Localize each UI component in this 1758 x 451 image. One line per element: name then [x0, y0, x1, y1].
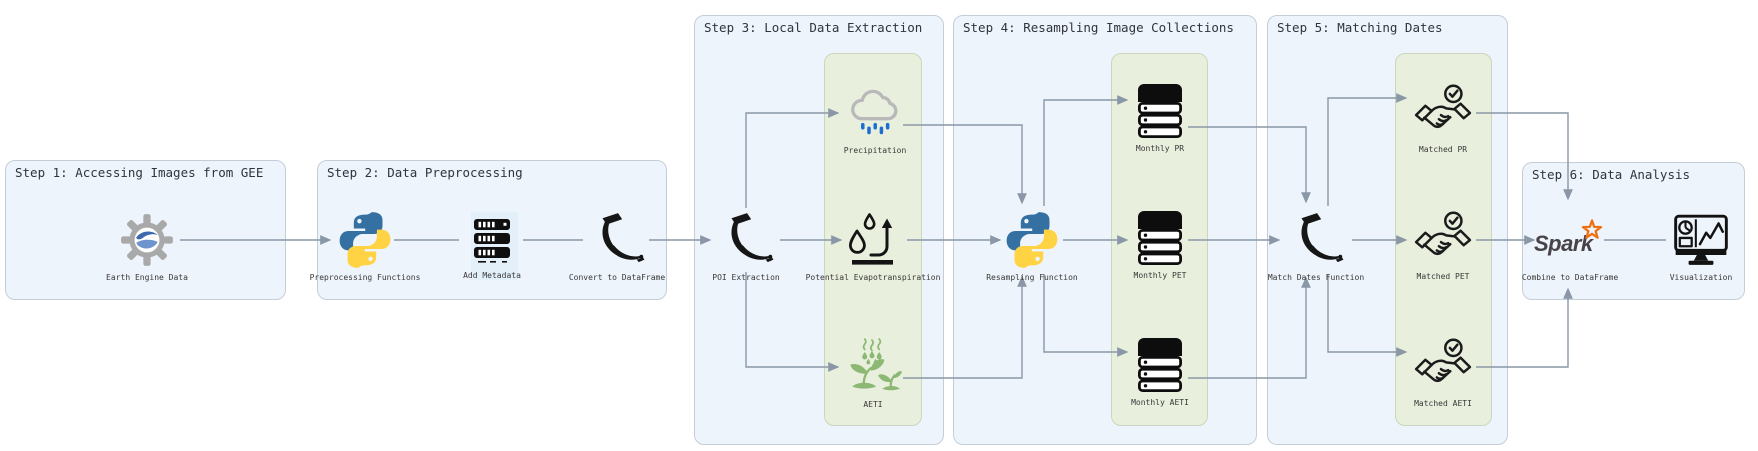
- step2-title: Step 2: Data Preprocessing: [327, 165, 523, 180]
- powder-horn-icon: [1287, 211, 1345, 269]
- database-server-icon: [1132, 209, 1188, 267]
- node-monthly-aeti: Monthly AETI: [1080, 336, 1240, 407]
- node-label: POI Extraction: [712, 273, 780, 282]
- step4-title: Step 4: Resampling Image Collections: [963, 20, 1234, 35]
- handshake-check-icon: [1413, 83, 1473, 141]
- node-matched-aeti: Matched AETI: [1363, 337, 1523, 408]
- node-label: Add Metadata: [463, 271, 521, 280]
- node-matched-pr: Matched PR: [1363, 83, 1523, 154]
- monitor-charts-icon: [1671, 211, 1731, 269]
- node-label: Preprocessing Functions: [309, 273, 421, 282]
- node-combine-to-dataframe: Spark Combine to DataFrame: [1490, 211, 1650, 282]
- node-preprocessing-functions: Preprocessing Functions: [285, 211, 445, 282]
- svg-text:Spark: Spark: [1534, 231, 1595, 256]
- database-server-icon: [1132, 82, 1188, 140]
- node-visualization: Visualization: [1621, 211, 1758, 282]
- node-label: Matched PR: [1418, 145, 1468, 154]
- handshake-check-icon: [1413, 210, 1473, 268]
- node-label: Precipitation: [843, 146, 907, 155]
- step1-title: Step 1: Accessing Images from GEE: [15, 165, 264, 180]
- node-precipitation: Precipitation: [795, 84, 955, 155]
- python-icon: [336, 211, 394, 269]
- node-match-dates-function: Match Dates Function: [1236, 211, 1396, 282]
- evaporation-droplets-icon: [843, 211, 903, 269]
- node-resampling-function: Resampling Function: [952, 211, 1112, 282]
- earth-engine-gear-icon: [118, 211, 176, 269]
- node-label: Potential Evapotranspiration: [805, 273, 941, 282]
- node-convert-to-dataframe: Convert to DataFrame: [537, 211, 697, 282]
- node-label: Monthly PR: [1135, 144, 1185, 153]
- node-monthly-pet: Monthly PET: [1080, 209, 1240, 280]
- node-potential-evapotranspiration: Potential Evapotranspiration: [793, 211, 953, 282]
- step5-data-panel: [1395, 53, 1492, 426]
- handshake-check-icon: [1413, 337, 1473, 395]
- node-add-metadata: Add Metadata: [412, 215, 572, 280]
- node-label: Convert to DataFrame: [568, 273, 666, 282]
- spark-logo-icon: Spark: [1531, 211, 1609, 269]
- node-label: AETI: [863, 400, 883, 409]
- node-label: Monthly PET: [1133, 271, 1187, 280]
- node-aeti: AETI: [793, 338, 953, 409]
- node-label: Earth Engine Data: [106, 273, 188, 282]
- node-label: Visualization: [1669, 273, 1733, 282]
- database-server-icon: [1132, 336, 1188, 394]
- python-icon: [1003, 211, 1061, 269]
- node-monthly-pr: Monthly PR: [1080, 82, 1240, 153]
- step6-title: Step 6: Data Analysis: [1532, 167, 1691, 182]
- step5-title: Step 5: Matching Dates: [1277, 20, 1443, 35]
- step3-title: Step 3: Local Data Extraction: [704, 20, 923, 35]
- node-label: Monthly AETI: [1131, 398, 1189, 407]
- node-earth-engine-data: Earth Engine Data: [67, 211, 227, 282]
- node-label: Matched PET: [1416, 272, 1470, 281]
- powder-horn-icon: [717, 211, 775, 269]
- node-label: Match Dates Function: [1267, 273, 1365, 282]
- metadata-server-icon: [471, 215, 513, 267]
- rain-cloud-icon: [846, 84, 904, 142]
- node-label: Resampling Function: [986, 273, 1078, 282]
- node-label: Combine to DataFrame: [1521, 273, 1619, 282]
- node-label: Matched AETI: [1414, 399, 1472, 408]
- node-matched-pet: Matched PET: [1363, 210, 1523, 281]
- step1-box: Step 1: Accessing Images from GEE: [5, 160, 286, 300]
- powder-horn-icon: [588, 211, 646, 269]
- sprouting-plants-icon: [844, 338, 902, 396]
